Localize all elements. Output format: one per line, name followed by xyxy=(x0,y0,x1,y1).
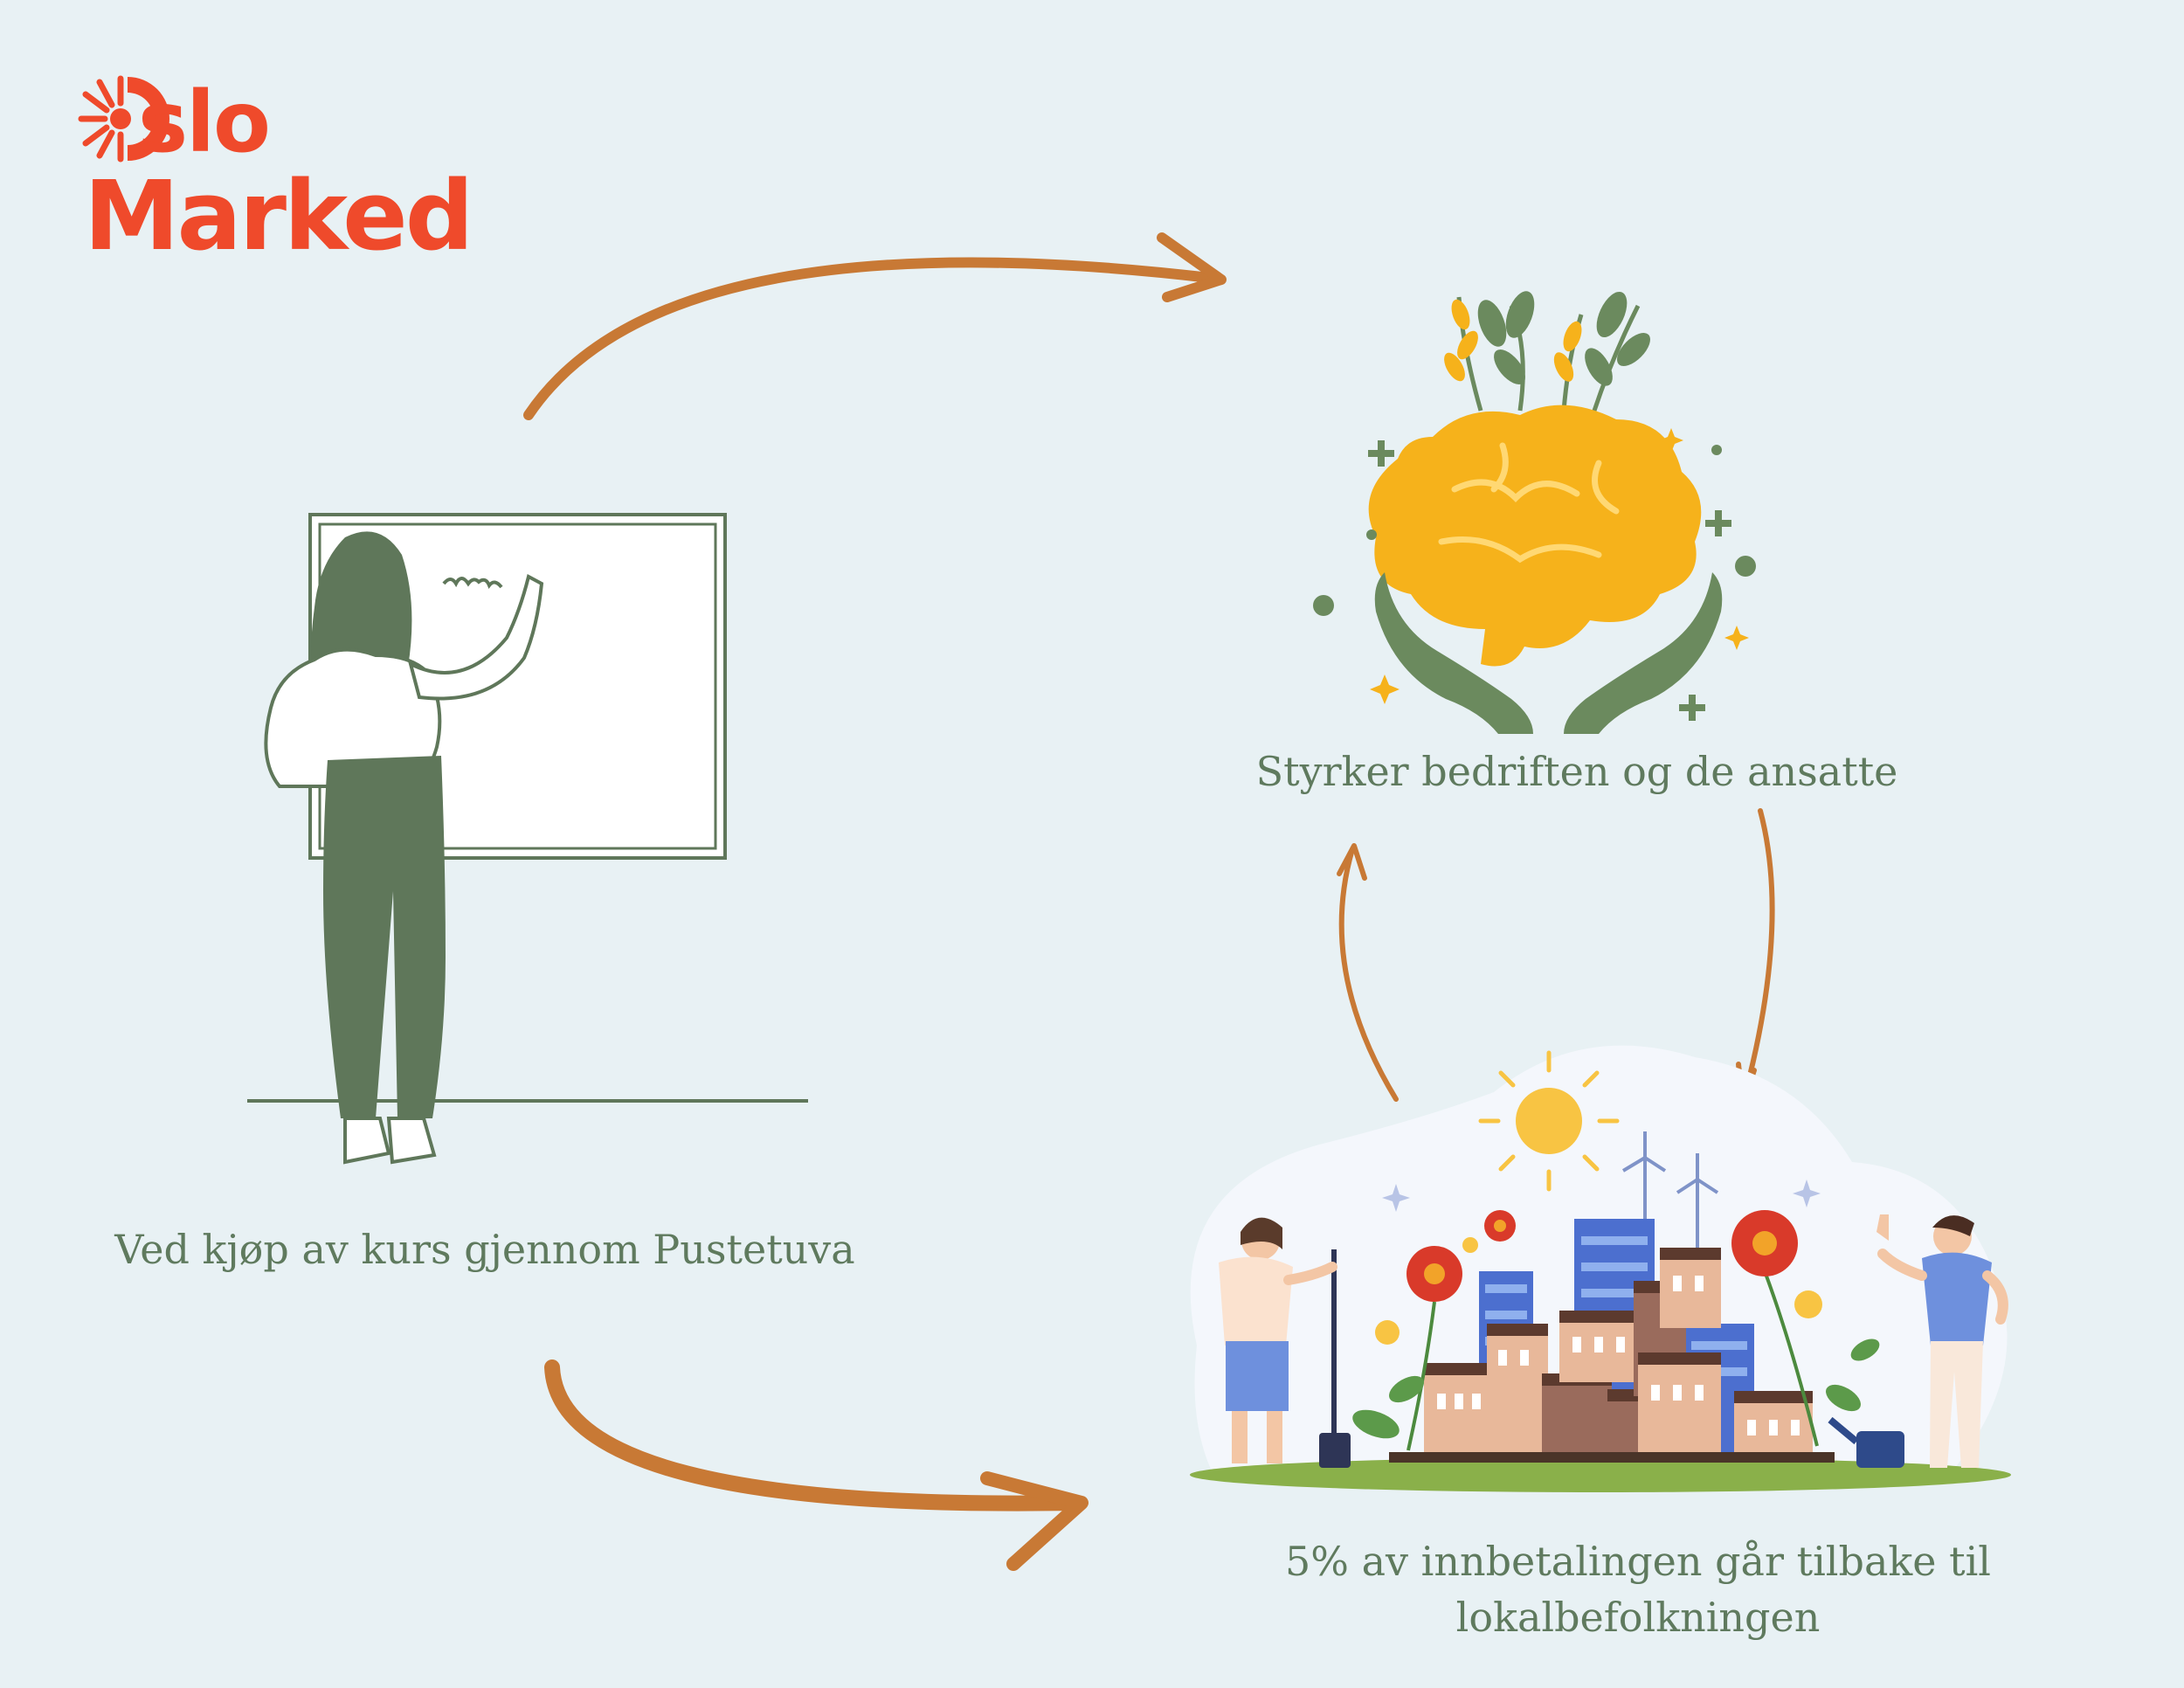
brain-icon xyxy=(1368,405,1702,667)
teacher-illustration xyxy=(247,513,808,1165)
caption-course-purchase: Ved kjøp av kurs gjennom Pustetuva xyxy=(114,1226,855,1273)
logo-line-2: Marked xyxy=(84,160,473,272)
caption-return-line-2: lokalbefolkningen xyxy=(1455,1594,1821,1641)
caption-return-line-1: 5% av innbetalingen går tilbake til xyxy=(1284,1538,1992,1585)
left-hand-icon xyxy=(1374,572,1533,734)
city-community-illustration xyxy=(1190,1045,2011,1492)
arrow-course-to-return xyxy=(544,1359,1089,1571)
arrow-course-to-strength xyxy=(523,232,1227,420)
watering-can-icon xyxy=(1828,1416,1904,1468)
person-woman-icon xyxy=(1219,1217,1351,1468)
sun-icon xyxy=(1478,1050,1620,1192)
logo-line-1: slo xyxy=(84,80,271,164)
arrow-strength-to-return xyxy=(1736,808,1775,1108)
right-hand-icon xyxy=(1564,572,1723,734)
flower-icon xyxy=(1375,1210,1822,1451)
arrow-return-to-strength xyxy=(1337,843,1399,1102)
brain-hands-illustration xyxy=(1313,291,1756,734)
caption-return-to-community: 5% av innbetalingen går tilbake til loka… xyxy=(1223,1533,2053,1645)
person-man-icon xyxy=(1876,1214,2008,1468)
caption-strengthens-company: Styrker bedriften og de ansatte xyxy=(1255,748,1898,795)
logo-burst-icon xyxy=(78,75,169,163)
logo-line-1-text: slo xyxy=(138,73,271,171)
